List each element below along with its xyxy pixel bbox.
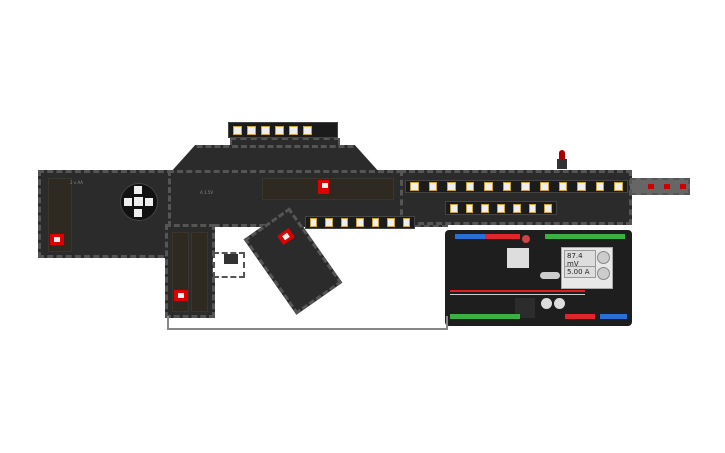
red-led[interactable] <box>559 150 565 159</box>
barrel <box>630 178 690 195</box>
wire-gray[interactable] <box>167 316 448 330</box>
led <box>356 218 364 227</box>
led <box>402 218 410 227</box>
reset-button[interactable] <box>522 235 530 243</box>
led <box>303 125 312 135</box>
led <box>481 203 490 213</box>
led <box>387 218 395 227</box>
led <box>134 209 142 217</box>
led-ring[interactable] <box>120 183 158 221</box>
led <box>577 182 586 191</box>
usb-port <box>507 248 529 268</box>
led <box>325 218 333 227</box>
header-blue <box>455 234 485 239</box>
slide-switch[interactable] <box>50 234 64 245</box>
current-readout: 5.00 A <box>564 266 596 278</box>
led-strip-under[interactable] <box>305 216 415 229</box>
led-strip-lower[interactable] <box>445 201 557 215</box>
header-green <box>450 314 520 319</box>
led <box>410 182 419 191</box>
led-strip-main[interactable] <box>405 180 628 193</box>
led <box>450 203 458 213</box>
slide-switch[interactable] <box>174 290 188 301</box>
capacitor <box>541 298 552 309</box>
led <box>289 125 298 135</box>
led <box>512 203 521 213</box>
led <box>497 203 505 213</box>
led-resistor <box>557 159 567 169</box>
led <box>428 182 438 191</box>
led <box>465 182 475 191</box>
led <box>595 182 605 191</box>
header-red <box>565 314 595 319</box>
led <box>614 182 623 191</box>
led <box>447 182 456 191</box>
dial-knob[interactable] <box>597 267 610 280</box>
led <box>502 182 512 191</box>
led <box>558 182 568 191</box>
slide-switch[interactable] <box>318 180 329 194</box>
led <box>371 218 380 227</box>
led <box>484 182 493 191</box>
crystal <box>540 272 560 279</box>
led <box>233 125 242 135</box>
barrel-led <box>648 184 654 189</box>
handguard <box>400 170 632 225</box>
voltage-readout: 87.4 mV <box>564 250 596 270</box>
led <box>247 125 256 135</box>
wire-white[interactable] <box>450 294 585 295</box>
carry-handle <box>170 145 380 173</box>
led <box>340 218 349 227</box>
header-red <box>485 234 520 239</box>
barrel-led <box>664 184 670 189</box>
multimeter[interactable]: 87.4 mV 5.00 A <box>561 247 613 289</box>
led <box>134 197 143 206</box>
battery-cell <box>191 232 208 312</box>
led <box>310 218 318 227</box>
cell-label: A 1.5V <box>200 190 214 195</box>
led <box>465 203 474 213</box>
led-strip-top[interactable] <box>228 122 338 138</box>
led <box>145 198 153 206</box>
led <box>134 186 142 194</box>
header-green <box>545 234 625 239</box>
barrel-led <box>680 184 686 189</box>
led <box>544 203 553 213</box>
resistor-block <box>224 254 238 264</box>
power-jack <box>515 298 535 318</box>
led <box>540 182 549 191</box>
header-blue <box>600 314 627 319</box>
arduino-board[interactable]: 87.4 mV 5.00 A <box>445 230 632 326</box>
wire-red[interactable] <box>450 290 585 292</box>
led <box>261 125 270 135</box>
battery-label: 2 x AA <box>70 180 84 185</box>
dial-knob[interactable] <box>597 251 610 264</box>
capacitor <box>554 298 565 309</box>
led <box>521 182 531 191</box>
led <box>124 198 132 206</box>
led <box>528 203 537 213</box>
led <box>275 125 284 135</box>
